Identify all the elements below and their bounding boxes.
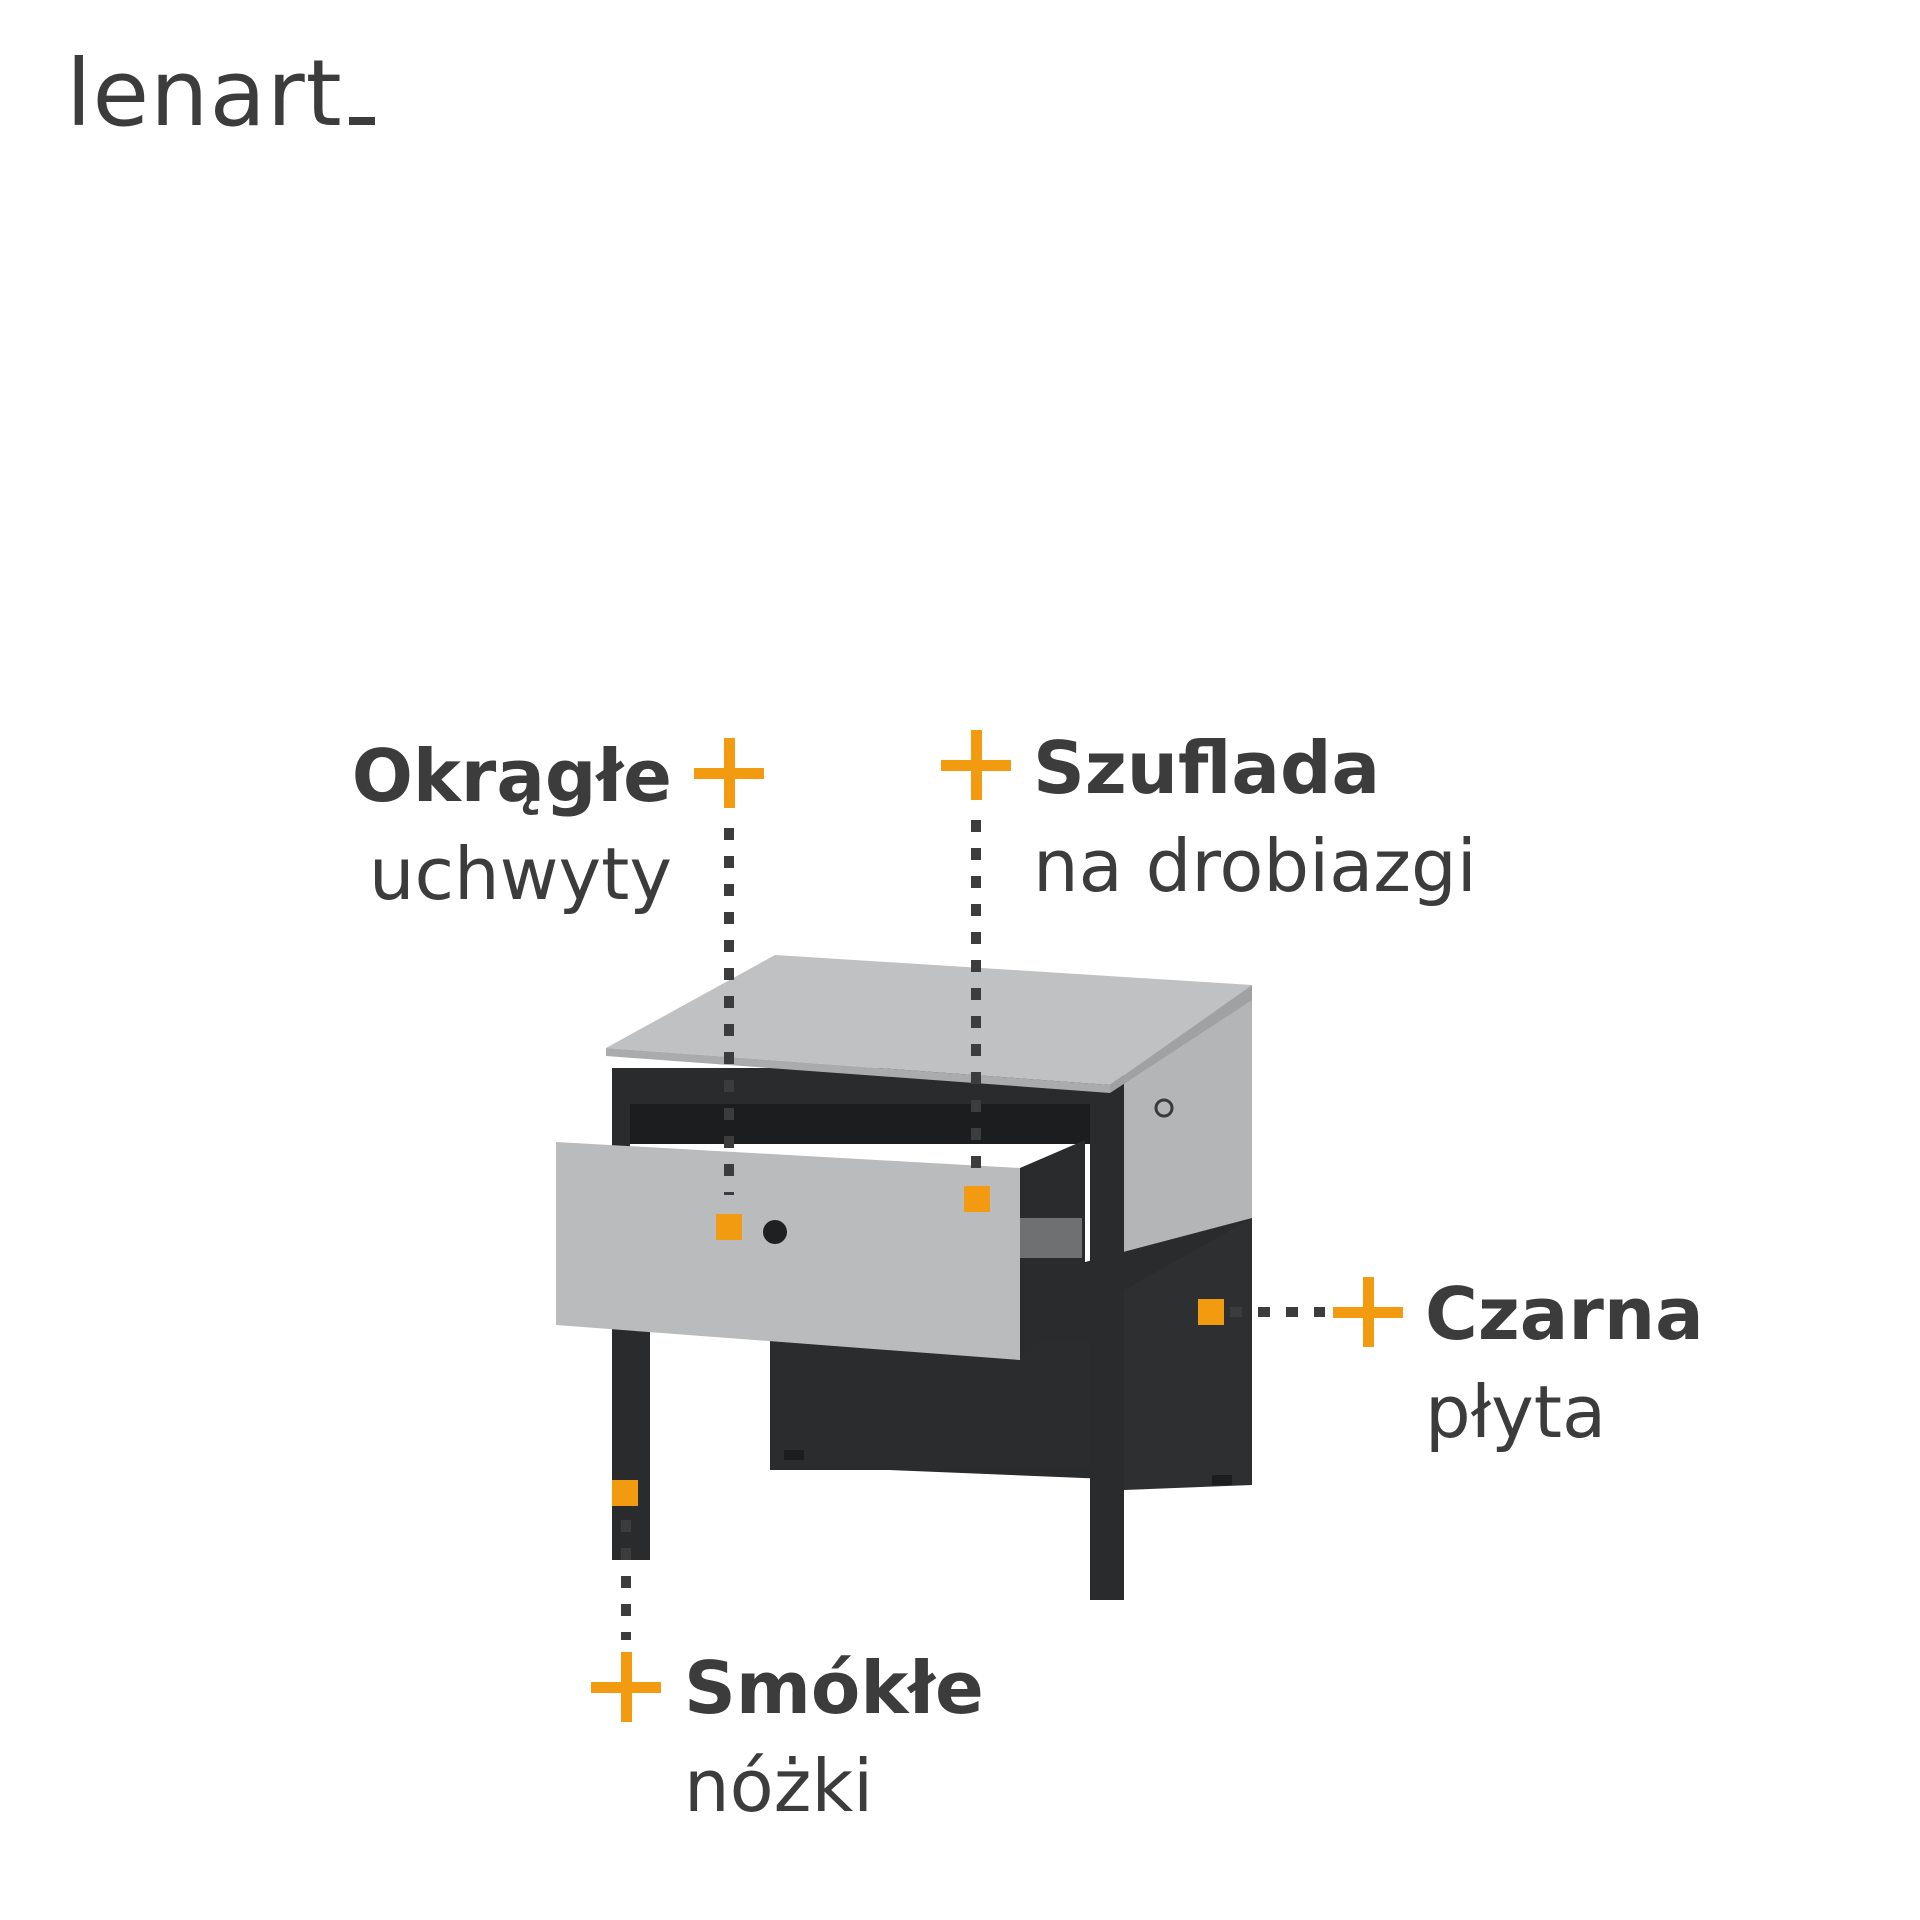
marker-square [964,1186,990,1212]
callout-board-subtitle: płyta [1425,1370,1607,1454]
plus-icon [591,1652,661,1722]
drawer-knob [763,1220,787,1244]
callout-drawer-title: Szuflada [1033,726,1381,810]
callout-handles: Okrągłe uchwyty [352,740,672,910]
plus-icon [1333,1277,1403,1347]
callout-handles-title: Okrągłe [351,734,672,818]
plus-icon [941,730,1011,800]
side-black-lower [1124,1218,1252,1490]
callout-legs: Smókłe nóżki [684,1652,984,1822]
logo-underscore [348,117,375,125]
callout-board: Czarna płyta [1425,1278,1704,1448]
back-foot-2 [1212,1475,1232,1485]
back-foot-1 [784,1450,804,1460]
top-surface [606,955,1252,1085]
top-side-edge [1110,985,1252,1093]
plus-icon [694,738,764,808]
drawer-front [556,1142,1020,1360]
callout-handles-subtitle: uchwyty [368,832,672,916]
callout-legs-subtitle: nóżki [684,1744,874,1828]
marker-square [716,1214,742,1240]
drawer-slide [1020,1218,1082,1258]
marker-square [612,1480,638,1506]
logo-text: lenart [66,40,343,147]
brand-logo: lenart [66,48,375,140]
side-hole [1154,1098,1174,1118]
callout-drawer-subtitle: na drobiazgi [1033,824,1477,908]
callout-drawer: Szuflada na drobiazgi [1033,732,1477,902]
callout-board-title: Czarna [1425,1272,1704,1356]
marker-square [1198,1299,1224,1325]
frame-front-right [1090,1070,1124,1600]
frame-inner [630,1104,1090,1144]
callout-legs-title: Smókłe [684,1646,984,1730]
